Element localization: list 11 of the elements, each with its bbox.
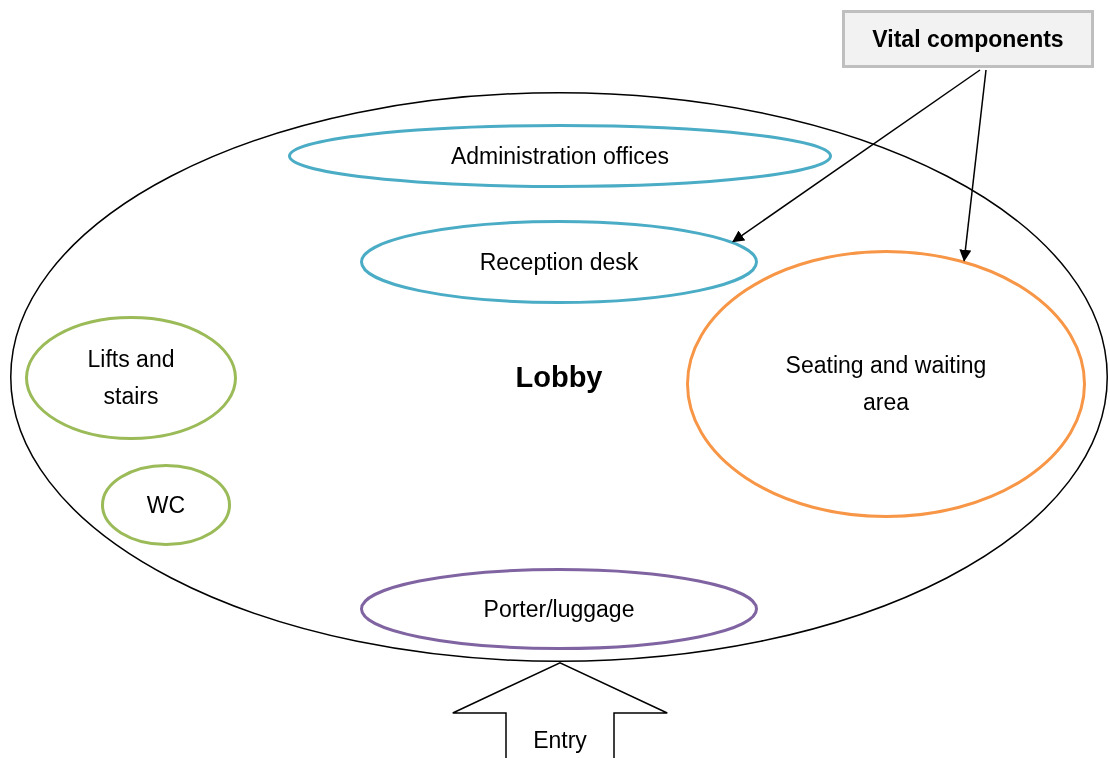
arrow-label: Entry bbox=[533, 725, 587, 755]
arrow bbox=[959, 69, 987, 262]
node-label: Administration offices bbox=[450, 141, 670, 171]
node-label: Reception desk bbox=[479, 247, 639, 277]
arrow bbox=[732, 69, 981, 243]
node-label: Lobby bbox=[515, 359, 603, 395]
node-label: WC bbox=[146, 490, 186, 520]
node-label: Seating and waiting area bbox=[784, 351, 988, 417]
node-label: Vital components bbox=[872, 24, 1064, 54]
node-label: Porter/luggage bbox=[483, 594, 635, 624]
node-label: Lifts and stairs bbox=[86, 345, 176, 411]
